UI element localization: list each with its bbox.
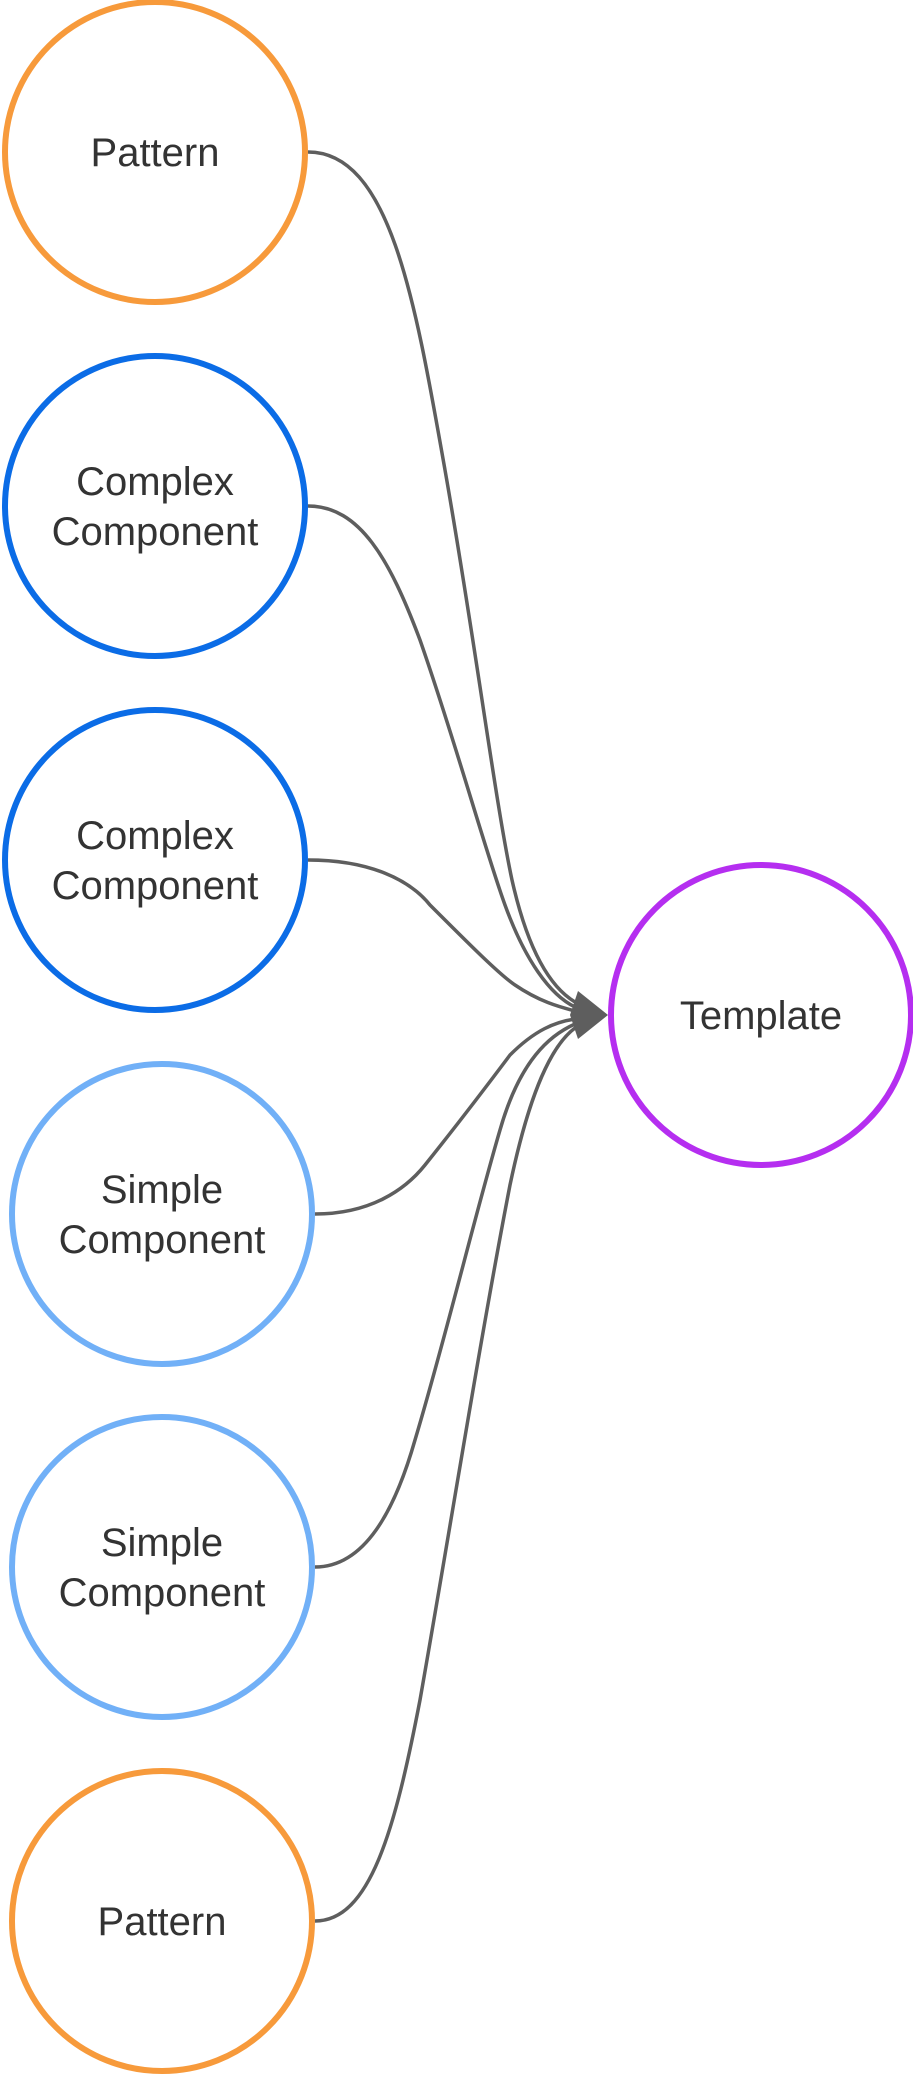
node-circle-simple-2 [9, 1414, 315, 1720]
node-circle-template [608, 862, 913, 1168]
connector-pattern-2-to-template [314, 1026, 577, 1923]
node-label-pattern-2-line-0: Pattern [98, 1900, 227, 1944]
edges-layer [307, 150, 577, 1923]
node-circle-simple-1 [9, 1061, 315, 1367]
node-circle-pattern-1 [2, 0, 308, 305]
node-label-complex-1-line-0: Complex [76, 460, 234, 504]
connector-simple-2-to-template [314, 1022, 576, 1569]
connector-pattern-1-to-template [307, 150, 576, 1004]
node-template[interactable]: Template [608, 862, 913, 1168]
node-label-complex-2-line-0: Complex [76, 814, 234, 858]
node-circle-complex-1 [2, 353, 308, 659]
connector-complex-1-to-template [307, 504, 576, 1009]
node-label-pattern-1-line-0: Pattern [91, 131, 220, 175]
node-label-simple-1-line-0: Simple [101, 1168, 223, 1212]
node-circle-complex-2 [2, 707, 308, 1013]
node-pattern-1[interactable]: Pattern [2, 0, 308, 305]
node-label-template-line-0: Template [680, 994, 842, 1038]
connector-complex-2-to-template [307, 858, 576, 1013]
node-circle-pattern-2 [9, 1768, 315, 2074]
node-label-complex-2-line-1: Component [52, 864, 259, 908]
node-label-simple-1-line-1: Component [59, 1218, 266, 1262]
node-pattern-2[interactable]: Pattern [9, 1768, 315, 2074]
connector-simple-1-to-template [314, 1017, 576, 1216]
node-label-simple-2-line-1: Component [59, 1571, 266, 1615]
node-label-complex-1-line-1: Component [52, 510, 259, 554]
node-label-simple-2-line-0: Simple [101, 1521, 223, 1565]
arrowhead-icon [570, 991, 608, 1039]
